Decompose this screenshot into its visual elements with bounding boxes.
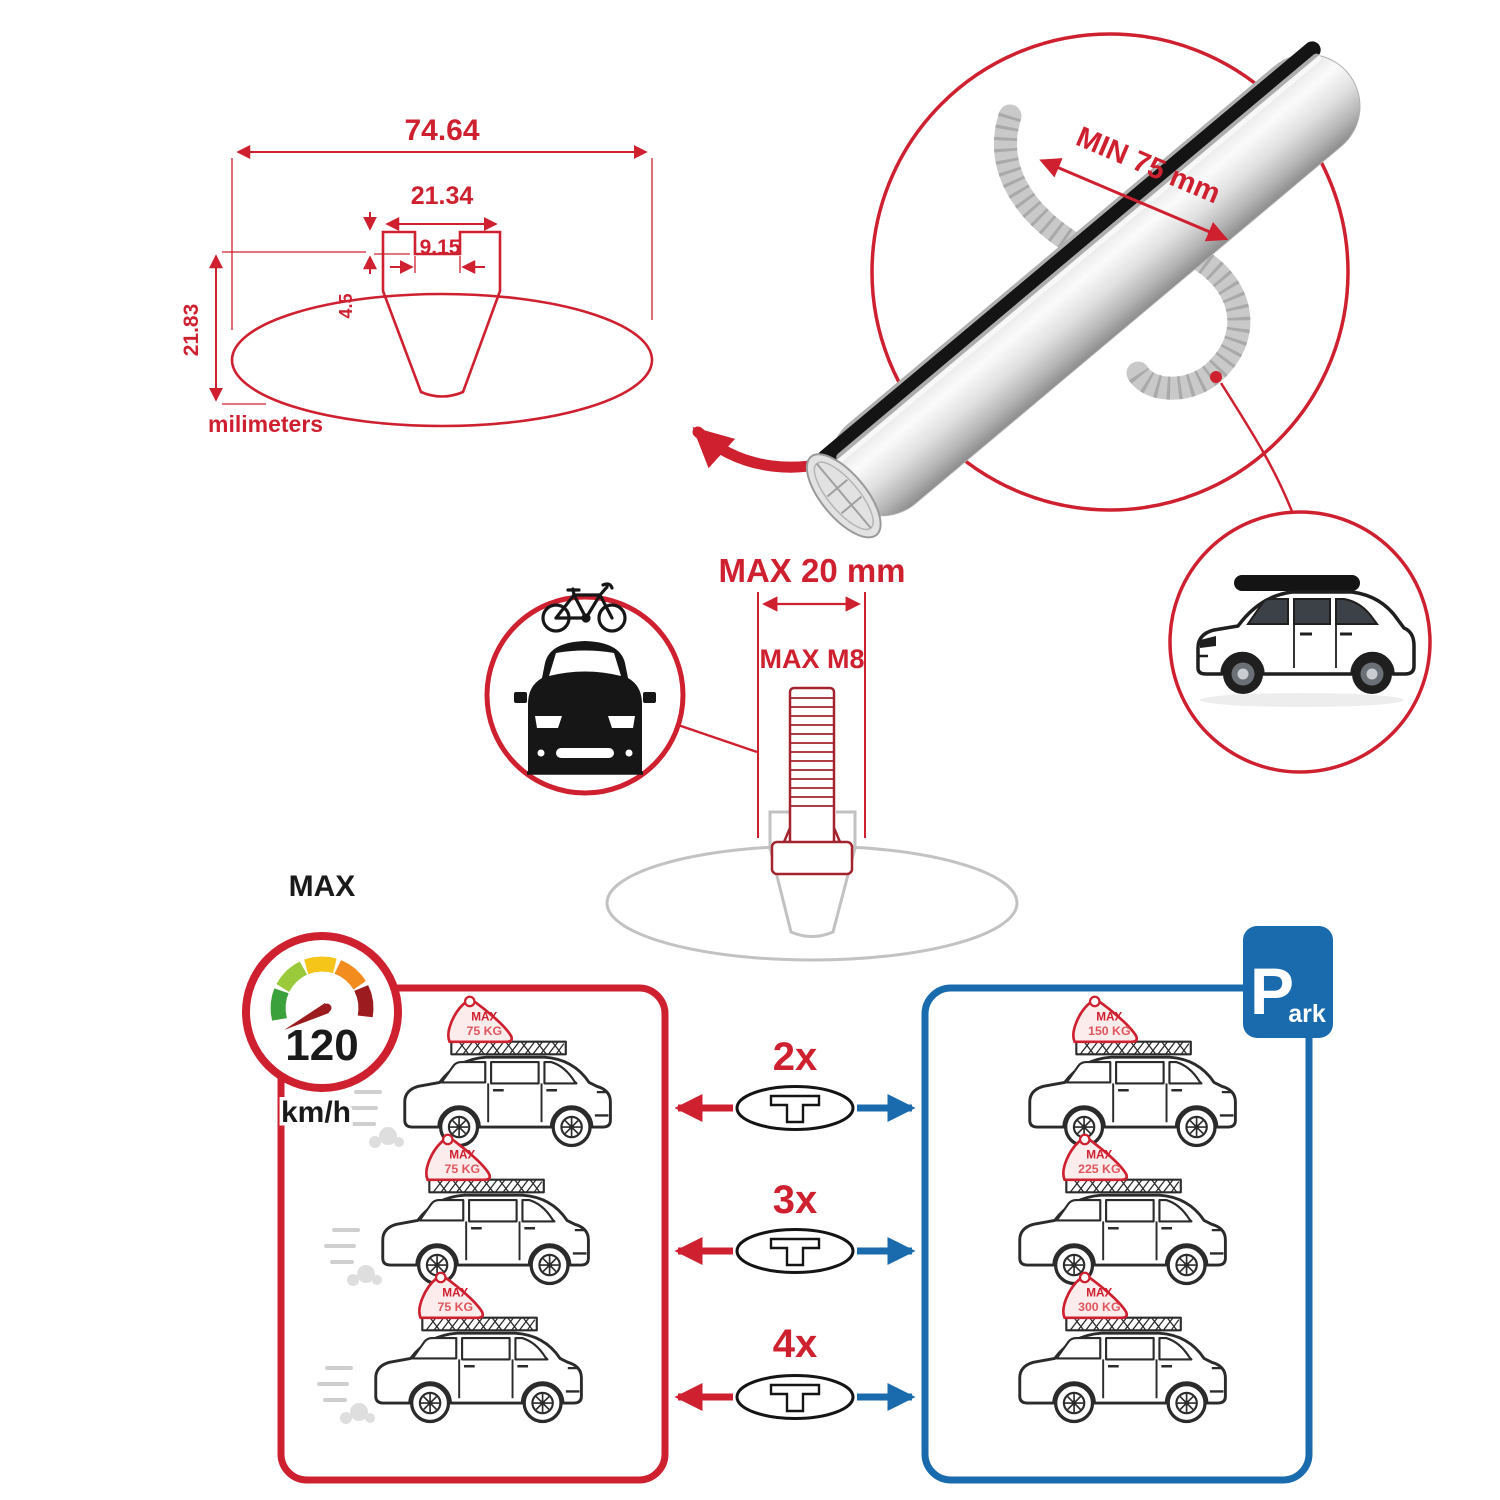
suv-illustration <box>403 1040 613 1148</box>
dim-outer-width-label: 74.64 <box>404 114 479 147</box>
parking-sign: P ark <box>1243 926 1333 1038</box>
svg-text:MAX: MAX <box>449 1149 475 1162</box>
svg-text:75 KG: 75 KG <box>438 1300 474 1314</box>
bar-count-column: 2x 3x 4x <box>674 1035 916 1420</box>
bike-car-circle <box>484 582 686 796</box>
t-profile-icon <box>769 1237 821 1267</box>
load-marker: MAX 150 KG <box>1072 995 1139 1044</box>
dim-channel-width-label: 21.34 <box>411 182 474 210</box>
suv-illustration <box>374 1316 584 1424</box>
bar-detail-circle: MIN 75 mm <box>805 32 1361 539</box>
speed-units-label: km/h <box>281 1096 351 1129</box>
dim-slot-width-label: 9.15 <box>420 236 461 259</box>
cross-section-drawing: 74.64 21.34 9.15 4.5 21.83 milimeters <box>180 114 654 437</box>
bolt-dimension-lines <box>757 592 866 838</box>
profile-channel <box>381 230 502 398</box>
dim-slot-depth-label: 4.5 <box>336 293 356 318</box>
driving-panel: MAX 75 KG MAX 75 KG MAX 75 KG <box>242 870 669 1484</box>
svg-text:MAX: MAX <box>1096 1011 1122 1024</box>
profile-ellipse <box>230 292 654 428</box>
suv-illustration <box>1018 1316 1228 1424</box>
parking-panel: MAX 150 KG MAX 225 KG MAX 300 KG P ark <box>921 926 1333 1484</box>
car-front-silhouette <box>514 641 656 773</box>
t-profile-icon <box>769 1094 821 1124</box>
max-thread-label: MAX M8 <box>759 644 864 674</box>
driving-car-1: MAX 75 KG <box>346 995 613 1150</box>
svg-text:225 KG: 225 KG <box>1078 1162 1120 1176</box>
parked-car-2: MAX 225 KG <box>1018 1133 1228 1286</box>
svg-text:150 KG: 150 KG <box>1088 1024 1130 1038</box>
parked-car-1: MAX 150 KG <box>1028 995 1238 1148</box>
aluminum-bar <box>805 41 1361 539</box>
load-marker: MAX 225 KG <box>1062 1133 1129 1182</box>
leader-line-to-suv <box>1219 382 1295 515</box>
load-marker: MAX 75 KG <box>447 995 514 1044</box>
svg-text:MAX: MAX <box>1086 1149 1112 1162</box>
driving-car-2: MAX 75 KG <box>324 1133 591 1288</box>
svg-text:MAX: MAX <box>442 1287 468 1300</box>
max-speed-label: MAX <box>289 870 356 903</box>
units-label: milimeters <box>208 411 323 437</box>
motion-dust <box>324 1228 384 1288</box>
rail-point-dot <box>1210 371 1222 383</box>
svg-text:MAX: MAX <box>1086 1287 1112 1300</box>
speedometer-needle <box>284 1003 329 1030</box>
parking-sign-p: P <box>1250 954 1294 1028</box>
suv-roofbox-circle <box>1168 510 1432 774</box>
t-profile-icon <box>769 1383 821 1413</box>
leader-line-to-bolt <box>677 723 758 754</box>
detail-circle-outline <box>870 32 1350 512</box>
driving-car-3: MAX 75 KG <box>317 1271 584 1426</box>
bar-count-row-3 <box>674 1374 916 1420</box>
suv-with-roofbox <box>1196 575 1416 707</box>
svg-text:75 KG: 75 KG <box>445 1162 481 1176</box>
speedometer-icon: 120 <box>242 932 402 1092</box>
suv-illustration <box>1018 1178 1228 1286</box>
bar-count-row-2 <box>674 1228 916 1274</box>
suv-illustration <box>381 1178 591 1286</box>
suv-illustration <box>1028 1040 1238 1148</box>
max-width-label: MAX 20 mm <box>718 552 905 589</box>
quantity-label-2x: 2x <box>773 1035 818 1079</box>
parking-sign-ark: ark <box>1288 1000 1326 1028</box>
driving-panel-border <box>277 984 669 1484</box>
load-marker: MAX 300 KG <box>1062 1271 1129 1320</box>
t-bolt <box>770 686 854 876</box>
bicycle-icon <box>541 582 627 633</box>
roof-box <box>1234 575 1360 591</box>
bolt-spec-diagram: MAX 20 mm MAX M8 <box>605 552 1019 962</box>
speed-value: 120 <box>285 1021 358 1070</box>
quantity-label-3x: 3x <box>773 1178 818 1222</box>
motion-dust <box>317 1366 377 1426</box>
parking-panel-border <box>921 984 1313 1484</box>
quantity-label-4x: 4x <box>773 1322 818 1366</box>
svg-text:300 KG: 300 KG <box>1078 1300 1120 1314</box>
load-marker: MAX 75 KG <box>425 1133 492 1182</box>
dimension-lines <box>209 145 653 405</box>
svg-text:MAX: MAX <box>471 1011 497 1024</box>
load-marker: MAX 75 KG <box>418 1271 485 1320</box>
bar-count-row-1 <box>674 1085 916 1131</box>
motion-dust <box>346 1090 406 1150</box>
svg-text:75 KG: 75 KG <box>467 1024 503 1038</box>
dim-height-label: 21.83 <box>180 304 203 357</box>
parked-car-3: MAX 300 KG <box>1018 1271 1228 1424</box>
